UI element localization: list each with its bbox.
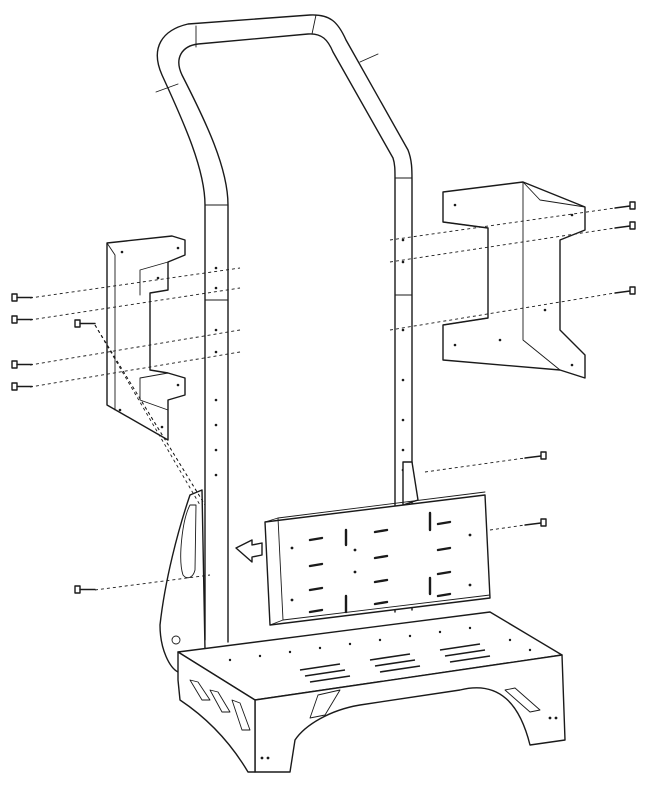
left-gusset: [159, 489, 206, 673]
bolt: [524, 518, 547, 527]
right-upright-holes: [401, 238, 405, 472]
bolt: [614, 201, 636, 210]
bolt: [74, 585, 96, 594]
bolt: [74, 319, 96, 328]
bolt: [11, 315, 33, 324]
base-platform: [177, 611, 566, 773]
bolt: [11, 360, 33, 369]
bolt: [11, 293, 33, 302]
base-grille: [299, 643, 491, 683]
bolts: [11, 201, 636, 594]
bolt: [524, 451, 547, 460]
handle-frame: [155, 14, 413, 643]
bolt: [614, 286, 636, 295]
mounting-plate: [264, 491, 491, 626]
left-upright-holes: [214, 266, 218, 477]
left-bracket: [106, 235, 186, 441]
right-gusset: [402, 461, 419, 506]
plate-slots: [308, 511, 452, 614]
right-bracket: [442, 181, 586, 379]
alignment-lines: [29, 207, 616, 591]
bolt: [614, 221, 636, 230]
bolt: [11, 382, 33, 391]
base-top-holes: [228, 626, 532, 662]
arrow-right-icon: [235, 539, 263, 563]
